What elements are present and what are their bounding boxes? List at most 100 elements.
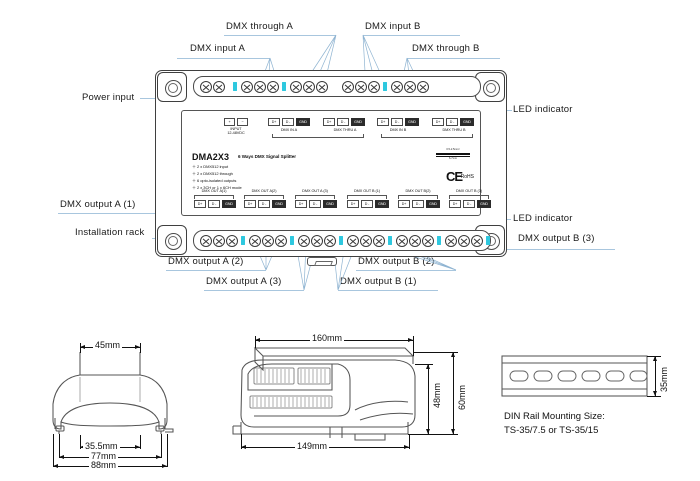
leader-dmx-input-a	[177, 58, 270, 59]
bracket-port-a	[272, 134, 364, 138]
wire-spec-gauge: 0.5-2.5mm²	[446, 148, 460, 151]
device-top-view: + − INPUT 12-48VDC D+ D - GND DMX IN A D…	[155, 70, 507, 266]
ext-line	[647, 356, 661, 357]
ext-line	[167, 434, 168, 467]
terminal-out-b2-dplus: D+	[398, 200, 410, 208]
leader-dmx-output-a3	[204, 290, 304, 291]
bracket-out-b1	[347, 195, 387, 199]
callout-dmx-output-b3: DMX output B (3)	[518, 233, 595, 244]
ext-line	[409, 434, 410, 449]
leader-dmx-through-a	[224, 35, 336, 36]
feature-bullet: ＋	[192, 178, 198, 183]
faceplate-label: + − INPUT 12-48VDC D+ D - GND DMX IN A D…	[181, 110, 491, 216]
din-rail-clip	[307, 257, 337, 266]
screw-terminal	[372, 234, 385, 247]
dim-value-149mm: 149mm	[295, 441, 330, 451]
din-rail-svg	[501, 355, 648, 397]
terminal-dmx-in-a-gnd: GND	[296, 118, 310, 126]
screw-terminal	[403, 80, 416, 93]
dim-line-60mm	[453, 352, 454, 434]
ce-mark-icon: CE	[445, 169, 463, 184]
wire-spec-bar	[436, 155, 470, 158]
terminal-out-b1-dplus: D+	[347, 200, 359, 208]
feature-text: 2 x DMX512 through	[197, 171, 233, 176]
leader-dmx-output-b2	[356, 270, 456, 271]
callout-dmx-input-a: DMX input A	[190, 43, 246, 54]
screw-terminal	[346, 234, 359, 247]
terminal-dmx-in-a-dminus: D -	[282, 118, 294, 126]
terminal-out-b2-dminus: D -	[412, 200, 424, 208]
screw-terminal	[212, 234, 225, 247]
rohs-mark: RoHS	[460, 174, 474, 180]
dim-arrow	[404, 444, 409, 449]
screw-terminal	[421, 234, 434, 247]
dim-value-60mm: 60mm	[457, 382, 467, 412]
callout-led-indicator-top: LED indicator	[513, 104, 573, 115]
ext-line	[241, 434, 242, 449]
leader-dmx-output-a2	[166, 270, 266, 271]
feature-item: ＋ 2 x DMX512 through	[192, 171, 233, 177]
callout-dmx-output-a2: DMX output A (2)	[168, 256, 244, 267]
feature-text: 6 opto-isolated outputs	[197, 178, 237, 183]
bracket-out-a3	[295, 195, 335, 199]
dim-arrow	[135, 344, 140, 349]
terminal-dmx-thru-b-dplus: D+	[432, 118, 444, 126]
wire-spec-bar	[436, 152, 470, 155]
screw-terminal	[266, 80, 279, 93]
screw-terminal	[359, 234, 372, 247]
screw-terminal	[212, 80, 225, 93]
ext-line	[161, 434, 162, 458]
terminal-out-b1-gnd: GND	[375, 200, 389, 208]
dim-line-48mm	[428, 364, 429, 434]
dim-arrow	[135, 444, 140, 449]
feature-item: ＋ 6 opto-isolated outputs	[192, 178, 236, 184]
callout-dmx-output-b2: DMX output B (2)	[358, 256, 435, 267]
feature-text: 2 x DMX512 input	[197, 164, 229, 169]
side-view-drawing: 160mm 149mm 48mm 60mm	[210, 330, 475, 460]
screw-terminal	[444, 234, 457, 247]
ext-line	[80, 343, 81, 353]
terminal-out-a1-dplus: D+	[194, 200, 206, 208]
bracket-out-b2	[398, 195, 438, 199]
feature-bullet: ＋	[192, 171, 198, 176]
terminal-out-a1-dminus: D -	[208, 200, 220, 208]
mounting-ear-bottom-left	[157, 225, 187, 255]
din-rail-caption-line2: TS-35/7.5 or TS-35/15	[504, 425, 599, 436]
wire-spec-strip-length: 6-7mm	[448, 157, 458, 161]
caption-dmx-out-b2: DMX OUT B(2)	[405, 189, 431, 193]
dim-arrow	[255, 337, 260, 342]
screw-terminal	[225, 234, 238, 247]
terminal-out-b3-dplus: D+	[449, 200, 461, 208]
dim-value-160mm: 160mm	[310, 333, 345, 343]
model-name: DMA2X3	[192, 152, 230, 162]
caption-dmx-thru-a: DMX THRU A	[333, 128, 357, 132]
screw-terminal	[261, 234, 274, 247]
screw-terminal	[289, 80, 302, 93]
ext-line	[408, 434, 458, 435]
dim-arrow	[408, 337, 413, 342]
screw-terminal	[302, 80, 315, 93]
screw-terminal	[323, 234, 336, 247]
dim-value-35mm: 35mm	[659, 364, 669, 394]
screw-terminal	[253, 80, 266, 93]
screw-terminal	[341, 80, 354, 93]
callout-dmx-through-b: DMX through B	[412, 43, 480, 54]
bracket-port-b	[381, 134, 473, 138]
terminal-out-a3-gnd: GND	[323, 200, 337, 208]
feature-item: ＋ 2 x DMX512 input	[192, 164, 228, 170]
screw-terminal	[354, 80, 367, 93]
caption-dmx-in-b: DMX IN B	[389, 128, 407, 132]
screw-terminal	[470, 234, 483, 247]
screw-terminal	[199, 234, 212, 247]
terminal-dmx-in-b-gnd: GND	[405, 118, 419, 126]
terminal-dmx-in-a-dplus: D+	[268, 118, 280, 126]
dim-value-77mm: 77mm	[89, 451, 119, 461]
dim-value-35-5mm: 35.5mm	[83, 441, 120, 451]
screw-terminal	[367, 80, 380, 93]
dim-value-48mm: 48mm	[432, 380, 442, 410]
front-view-drawing: 45mm 35.5mm 77mm 88mm	[25, 330, 195, 470]
front-view-svg	[52, 352, 174, 434]
callout-led-indicator-bottom: LED indicator	[513, 213, 573, 224]
screw-terminal	[310, 234, 323, 247]
